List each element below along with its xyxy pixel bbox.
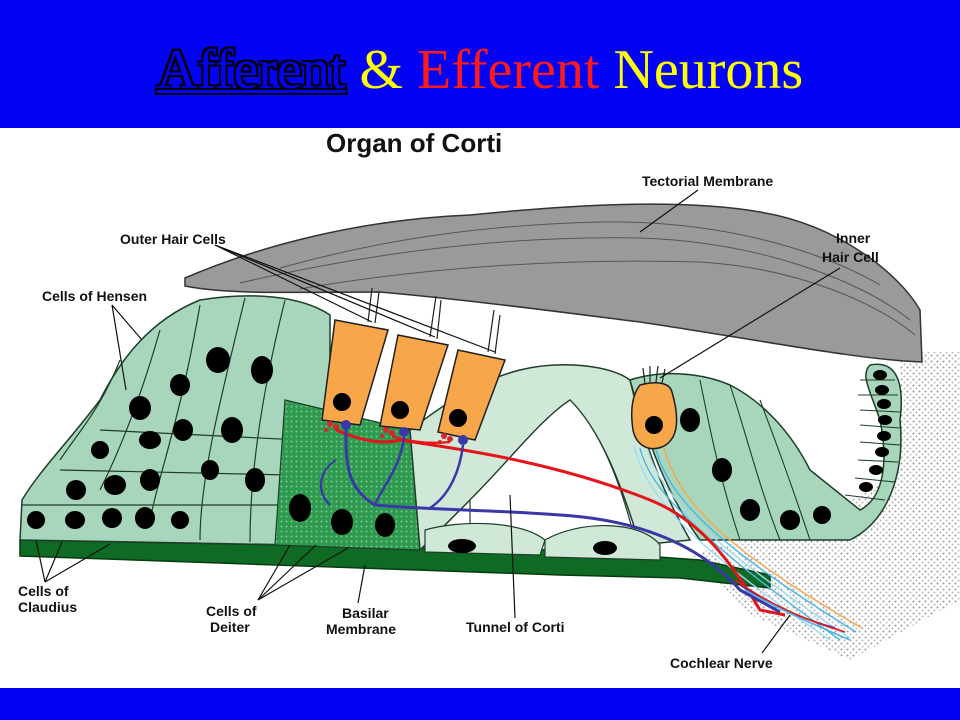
cochlear-nerve-bundle — [734, 579, 851, 641]
inner-support-cells — [629, 363, 902, 541]
label-basilar-membrane-line2: Membrane — [326, 621, 396, 637]
title-neurons: Neurons — [599, 39, 804, 101]
title-efferent: Efferent — [417, 39, 600, 101]
title-bar: Afferent & Efferent Neurons — [0, 0, 960, 128]
efferent-fiber — [335, 428, 786, 617]
tectorial-membrane-striations — [239, 221, 916, 336]
inner-support-borders — [699, 379, 901, 541]
title-afferent: Afferent — [156, 39, 346, 101]
label-cochlear-nerve: Cochlear Nerve — [670, 655, 773, 671]
organ-of-corti-diagram: Organ of Corti — [18, 128, 960, 671]
label-cells-of-claudius-line2: Claudius — [18, 599, 77, 615]
afferent-fiber-branch-1 — [373, 436, 406, 506]
label-inner-hair-cell-line1: Inner — [836, 230, 871, 246]
outer-hair-efferent-terminals — [341, 420, 468, 445]
tectorial-membrane — [184, 203, 923, 363]
inner-support-nuclei — [680, 370, 892, 530]
label-cells-of-deiter-line1: Cells of — [206, 603, 257, 619]
label-basilar-membrane-line1: Basilar — [342, 605, 389, 621]
afferent-fiber-branch-3 — [319, 459, 337, 506]
label-outer-hair-cells: Outer Hair Cells — [120, 231, 226, 247]
efferent-fiber-branch — [391, 434, 451, 444]
hensen-cell-borders — [22, 297, 301, 543]
lower-support-nuclei — [448, 539, 617, 555]
label-tunnel-of-corti: Tunnel of Corti — [466, 619, 565, 635]
label-cells-of-deiter-line2: Deiter — [210, 619, 250, 635]
label-tectorial-membrane: Tectorial Membrane — [642, 173, 773, 189]
inner-hair-cell-nucleus — [645, 416, 663, 434]
afferent-fiber-branch-2 — [429, 444, 465, 510]
label-inner-hair-cell-line2: Hair Cell — [822, 249, 879, 265]
title-ampersand: & — [345, 39, 418, 101]
label-cells-of-claudius-line1: Cells of — [18, 583, 69, 599]
leader-lines — [35, 189, 841, 654]
label-cells-of-hensen: Cells of Hensen — [42, 288, 147, 304]
outer-hair-synapses — [324, 421, 453, 444]
outer-hair-cell-nuclei — [333, 393, 467, 427]
afferent-fiber — [344, 429, 781, 614]
bottom-bar — [0, 688, 960, 720]
diagram-heading: Organ of Corti — [326, 128, 502, 158]
hensen-nuclei — [27, 347, 273, 529]
inner-hair-cell — [630, 382, 678, 450]
slide-title: Afferent & Efferent Neurons — [0, 38, 960, 102]
deiter-nuclei — [289, 494, 395, 537]
